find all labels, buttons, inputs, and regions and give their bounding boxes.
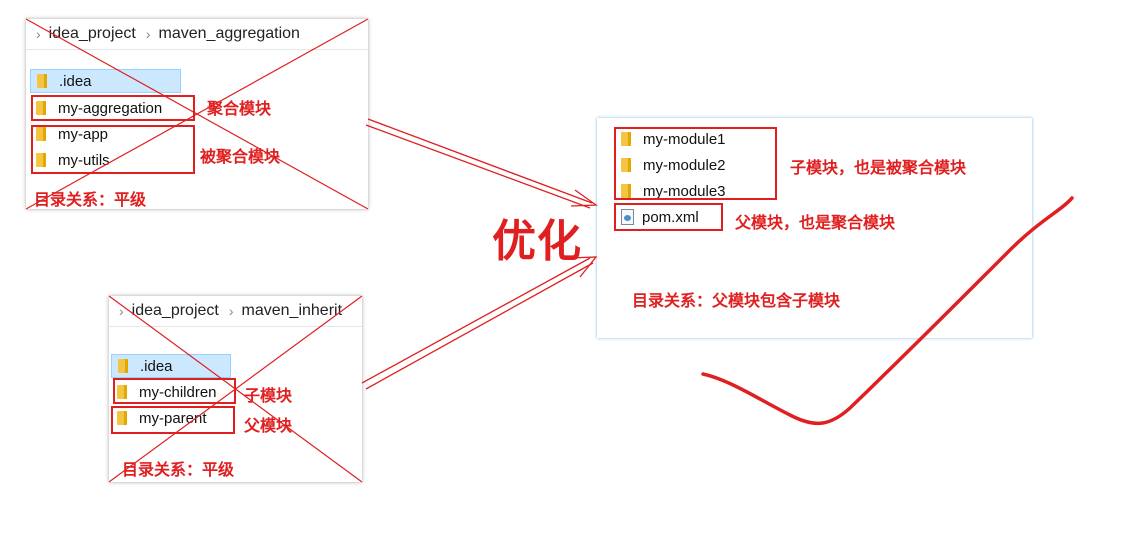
- highlight-box-modules: [614, 127, 777, 200]
- annotation-modules: 子模块，也是被聚合模块: [790, 160, 967, 177]
- checkmark-icon: [701, 196, 1074, 426]
- folder-icon: [117, 385, 127, 399]
- cross-line: [108, 295, 363, 483]
- annotation-relation: 目录关系：平级: [34, 192, 147, 209]
- chevron-right-icon: ›: [228, 303, 234, 319]
- item-label: my-module1: [643, 130, 726, 148]
- arrow-shaft: [365, 262, 594, 390]
- folder-icon: [621, 132, 631, 146]
- breadcrumb: › idea_project › maven_aggregation: [26, 19, 368, 50]
- folder-icon: [621, 158, 631, 172]
- highlight-box-children: [113, 378, 236, 404]
- folder-icon: [36, 127, 46, 141]
- item-label: my-children: [139, 383, 217, 401]
- list-item-my-children[interactable]: my-children: [111, 380, 217, 404]
- list-item-idea[interactable]: .idea: [30, 69, 181, 93]
- folder-icon: [117, 411, 127, 425]
- arrow-inherit-to-result: [361, 256, 598, 390]
- cross-line: [25, 18, 369, 210]
- item-label: my-utils: [58, 151, 110, 169]
- optimize-label: 优化: [492, 217, 582, 266]
- list-item-my-module1[interactable]: my-module1: [615, 127, 726, 151]
- item-label: my-module2: [643, 156, 726, 174]
- arrow-shaft: [361, 257, 591, 384]
- folder-icon: [37, 74, 47, 88]
- breadcrumb-item-maven-aggregation[interactable]: maven_aggregation: [158, 25, 300, 42]
- chevron-right-icon: ›: [145, 26, 151, 42]
- list-item-my-app[interactable]: my-app: [30, 122, 108, 146]
- arrow-head: [569, 256, 598, 278]
- arrow-shaft: [367, 118, 593, 204]
- chevron-right-icon: ›: [119, 303, 124, 319]
- item-label: my-module3: [643, 182, 726, 200]
- breadcrumb-item-idea-project[interactable]: idea_project: [48, 25, 136, 42]
- list-item-my-aggregation[interactable]: my-aggregation: [30, 96, 162, 120]
- highlight-box-aggregated: [31, 125, 195, 174]
- breadcrumb-item-maven-inherit[interactable]: maven_inherit: [241, 302, 343, 319]
- list-item-my-utils[interactable]: my-utils: [30, 148, 110, 172]
- arrow-shaft: [365, 124, 591, 209]
- breadcrumb: › idea_project › maven_inherit: [109, 296, 362, 327]
- item-label: .idea: [59, 72, 92, 90]
- arrow-aggregation-to-result: [365, 118, 598, 209]
- folder-icon: [621, 184, 631, 198]
- chevron-right-icon: ›: [36, 26, 41, 42]
- xml-file-icon: [621, 209, 634, 225]
- folder-icon: [36, 153, 46, 167]
- list-item-my-module3[interactable]: my-module3: [615, 179, 726, 203]
- list-item-my-module2[interactable]: my-module2: [615, 153, 726, 177]
- annotation-relation: 目录关系：平级: [122, 462, 235, 479]
- arrow-head: [570, 189, 598, 207]
- item-label: pom.xml: [642, 208, 699, 226]
- annotation-aggregation: 聚合模块: [207, 101, 272, 118]
- annotation-pom: 父模块，也是聚合模块: [735, 215, 896, 232]
- folder-icon: [118, 359, 128, 373]
- breadcrumb-item-idea-project[interactable]: idea_project: [131, 302, 219, 319]
- highlight-box-aggregation: [31, 95, 195, 121]
- item-label: .idea: [140, 357, 173, 375]
- list-item-pom-xml[interactable]: pom.xml: [617, 205, 699, 229]
- cross-out-aggregation: [25, 18, 369, 210]
- annotation-aggregated: 被聚合模块: [200, 149, 281, 166]
- item-label: my-app: [58, 125, 109, 143]
- item-label: my-aggregation: [58, 99, 163, 117]
- annotation-child: 子模块: [244, 388, 293, 405]
- folder-icon: [36, 101, 46, 115]
- annotation-relation: 目录关系：父模块包含子模块: [632, 293, 841, 310]
- list-item-idea[interactable]: .idea: [111, 354, 231, 378]
- highlight-box-pom: [614, 203, 723, 231]
- cross-out-inherit: [108, 295, 363, 483]
- highlight-box-parent: [111, 406, 235, 434]
